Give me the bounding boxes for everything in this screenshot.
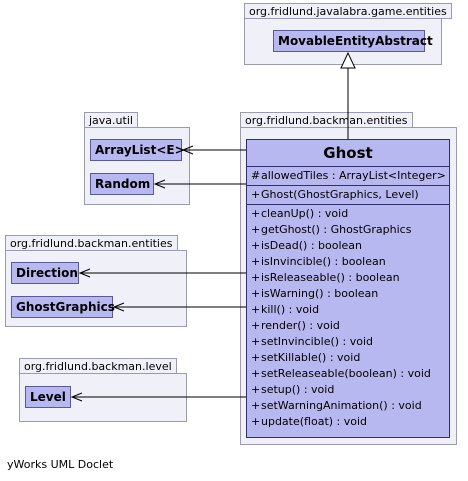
ghost-constructors: +Ghost(GhostGraphics, Level)	[247, 186, 449, 205]
field-row: #allowedTiles : ArrayList<Integer>	[247, 168, 449, 184]
visibility-marker: +	[251, 335, 261, 348]
association-ghostgraphics-arrowhead	[112, 302, 125, 312]
method-row: +getGhost() : GhostGraphics	[247, 222, 449, 238]
method-text: render() : void	[261, 319, 340, 332]
visibility-marker: +	[251, 255, 261, 268]
class-arraylist[interactable]: ArrayList<E>	[90, 139, 185, 161]
class-random[interactable]: Random	[90, 173, 154, 195]
package-label: org.fridlund.javalabra.game.entities	[244, 3, 452, 19]
visibility-marker: +	[251, 271, 261, 284]
method-text: update(float) : void	[261, 415, 368, 428]
method-text: isReleaseable() : boolean	[261, 271, 400, 284]
method-row: +render() : void	[247, 318, 449, 334]
method-text: cleanUp() : void	[261, 207, 349, 220]
package-label: org.fridlund.backman.entities	[240, 112, 413, 128]
method-row: +isDead() : boolean	[247, 238, 449, 254]
visibility-marker: #	[251, 169, 261, 182]
visibility-marker: +	[251, 319, 261, 332]
visibility-marker: +	[251, 287, 261, 300]
ghost-methods: +cleanUp() : void +getGhost() : GhostGra…	[247, 205, 449, 431]
field-text: allowedTiles : ArrayList<Integer>	[261, 169, 446, 182]
method-text: isWarning() : boolean	[261, 287, 379, 300]
visibility-marker: +	[251, 351, 261, 364]
method-row: +isReleaseable() : boolean	[247, 270, 449, 286]
visibility-marker: +	[251, 383, 261, 396]
visibility-marker: +	[251, 367, 261, 380]
association-level-arrowhead	[70, 392, 83, 402]
method-row: +isInvincible() : boolean	[247, 254, 449, 270]
class-ghost-name: Ghost	[247, 140, 449, 167]
package-label: org.fridlund.backman.entities	[5, 235, 178, 251]
method-row: +isWarning() : boolean	[247, 286, 449, 302]
generalization-arrowhead	[340, 51, 356, 69]
method-row: +setKillable() : void	[247, 350, 449, 366]
class-ghostgraphics[interactable]: GhostGraphics	[11, 296, 115, 318]
method-row: +setWarningAnimation() : void	[247, 398, 449, 414]
method-text: getGhost() : GhostGraphics	[261, 223, 412, 236]
constructor-row: +Ghost(GhostGraphics, Level)	[247, 187, 449, 203]
method-text: kill() : void	[261, 303, 320, 316]
visibility-marker: +	[251, 399, 261, 412]
package-label: org.fridlund.backman.level	[19, 358, 177, 374]
method-text: setInvincible() : void	[261, 335, 374, 348]
association-direction-arrowhead	[78, 268, 91, 278]
visibility-marker: +	[251, 207, 261, 220]
method-row: +setInvincible() : void	[247, 334, 449, 350]
footer-credit: yWorks UML Doclet	[7, 458, 114, 471]
class-ghost[interactable]: Ghost #allowedTiles : ArrayList<Integer>…	[246, 139, 450, 438]
visibility-marker: +	[251, 223, 261, 236]
visibility-marker: +	[251, 415, 261, 428]
class-level[interactable]: Level	[25, 386, 71, 408]
method-text: setKillable() : void	[261, 351, 361, 364]
visibility-marker: +	[251, 239, 261, 252]
method-row: +kill() : void	[247, 302, 449, 318]
method-text: setup() : void	[261, 383, 335, 396]
package-label: java.util	[84, 112, 138, 128]
association-random-arrowhead	[153, 179, 166, 189]
method-text: setReleaseable(boolean) : void	[261, 367, 431, 380]
class-direction[interactable]: Direction	[11, 262, 79, 284]
method-row: +setReleaseable(boolean) : void	[247, 366, 449, 382]
method-row: +setup() : void	[247, 382, 449, 398]
ghost-fields: #allowedTiles : ArrayList<Integer>	[247, 167, 449, 186]
association-arraylist-arrowhead	[181, 145, 194, 155]
visibility-marker: +	[251, 188, 261, 201]
method-text: isInvincible() : boolean	[261, 255, 386, 268]
constructor-text: Ghost(GhostGraphics, Level)	[261, 188, 419, 201]
method-row: +cleanUp() : void	[247, 206, 449, 222]
method-text: setWarningAnimation() : void	[261, 399, 422, 412]
method-text: isDead() : boolean	[261, 239, 363, 252]
class-movable-entity-abstract[interactable]: MovableEntityAbstract	[273, 30, 433, 52]
method-row: +update(float) : void	[247, 414, 449, 430]
visibility-marker: +	[251, 303, 261, 316]
